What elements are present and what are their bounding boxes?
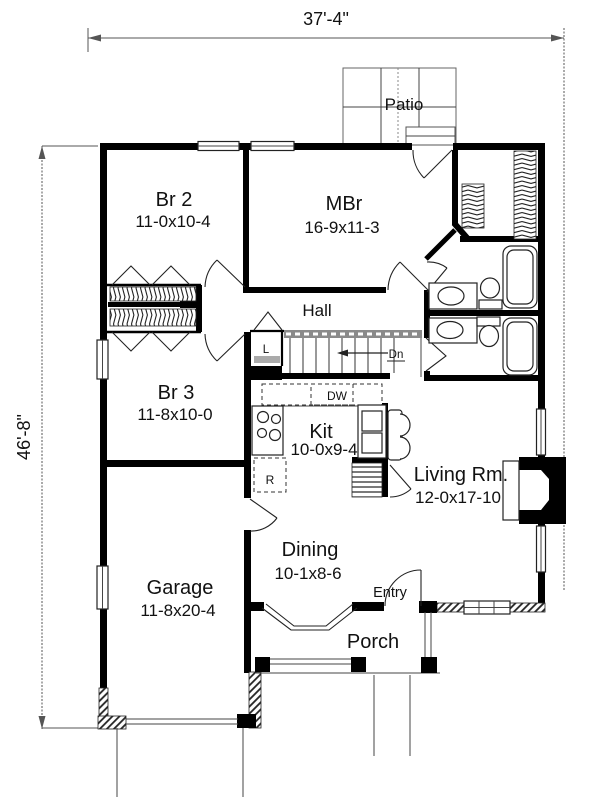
wall-garage-top xyxy=(100,460,251,467)
walkin-closet-rod-right xyxy=(513,150,537,240)
linen-shelf xyxy=(254,356,280,363)
garage-driveway xyxy=(116,718,244,797)
toilet xyxy=(478,324,500,348)
wall-mbr-hall xyxy=(243,287,386,293)
patio-door xyxy=(412,149,453,179)
toilet xyxy=(479,277,501,299)
firebox xyxy=(519,470,549,510)
room-label-kitchen: Kit xyxy=(309,421,333,443)
stairs-down-label: Dn xyxy=(389,349,404,361)
hall-bath xyxy=(428,316,538,376)
br3-door xyxy=(204,333,246,362)
room-size-dining: 10-1x8-6 xyxy=(274,564,341,583)
mbr-door xyxy=(387,261,429,291)
hearth xyxy=(502,460,520,521)
room-label-br3: Br 3 xyxy=(158,382,195,404)
entry-label: Entry xyxy=(373,585,408,601)
porch-label: Porch xyxy=(347,631,399,653)
br2-door xyxy=(204,259,246,288)
linen-label: L xyxy=(263,344,270,356)
wall-br3-east xyxy=(244,332,251,498)
closet-rods xyxy=(109,150,537,498)
hall-label: Hall xyxy=(302,301,331,320)
porch-structure xyxy=(255,612,440,756)
room-label-mbr: MBr xyxy=(326,193,363,215)
stairs: Dn xyxy=(284,330,422,373)
closet-br3 xyxy=(109,308,197,327)
bay-window xyxy=(261,603,358,631)
porch-post xyxy=(255,657,270,672)
wall-bath-divider xyxy=(424,310,545,316)
hall-bath-door xyxy=(425,337,447,372)
kitchen-fixtures: DW R xyxy=(251,383,411,493)
room-size-br2: 11-0x10-4 xyxy=(135,212,210,231)
kitchen-sink xyxy=(387,409,403,461)
dimension-left: 46'-8" xyxy=(14,145,98,729)
wall-living-north xyxy=(424,375,545,381)
brick-garage-corner xyxy=(97,715,127,730)
arrow-up-icon xyxy=(38,146,46,159)
porch-post xyxy=(421,657,437,673)
dimension-depth-label: 46'-8" xyxy=(14,414,34,460)
dishwasher-label: DW xyxy=(327,389,348,403)
room-size-kitchen: 10-0x9-4 xyxy=(290,440,357,459)
pantry-shelves xyxy=(351,462,383,498)
porch-post xyxy=(351,657,366,672)
room-size-br3: 11-8x10-0 xyxy=(137,405,212,424)
burner-icon xyxy=(268,428,282,442)
room-label-garage: Garage xyxy=(147,577,214,599)
entry-door xyxy=(384,569,422,607)
dimension-width-label: 37'-4" xyxy=(303,9,349,29)
room-label-living: Living Rm. xyxy=(414,464,508,486)
wall-br2-mbr xyxy=(243,149,249,288)
sink-icon xyxy=(436,320,464,340)
room-size-mbr: 16-9x11-3 xyxy=(304,218,379,237)
room-label-br2: Br 2 xyxy=(156,189,193,211)
windows xyxy=(96,140,547,615)
room-size-garage: 11-8x20-4 xyxy=(140,601,215,620)
dimension-top: 37'-4" xyxy=(87,9,565,590)
sink-bowl-icon xyxy=(399,436,411,460)
burner-icon xyxy=(256,427,268,439)
closet-br2 xyxy=(109,286,197,302)
sink-bowl-icon xyxy=(399,413,411,437)
porch-wall-post xyxy=(419,601,437,613)
room-size-living: 12-0x17-10 xyxy=(415,488,501,507)
sink-icon xyxy=(437,286,465,306)
pantry-door xyxy=(389,464,412,498)
patio-label: Patio xyxy=(385,95,424,114)
arrow-right-icon xyxy=(551,34,564,42)
refrigerator-label: R xyxy=(266,473,275,487)
walkin-closet-rod-left xyxy=(461,183,485,229)
bifold-doors xyxy=(111,265,447,372)
room-label-dining: Dining xyxy=(282,539,339,561)
fireplace xyxy=(502,457,566,524)
patio-area: Patio xyxy=(342,67,457,146)
room-labels: Br 2 11-0x10-4 MBr 16-9x11-3 Hall Br 3 1… xyxy=(135,189,508,653)
linen-closet-door xyxy=(253,311,283,331)
garage-door-post xyxy=(237,714,256,728)
burner-icon xyxy=(256,410,270,424)
arrow-left-icon xyxy=(88,34,101,42)
burner-icon xyxy=(270,413,282,425)
stairs-direction-arrow-icon xyxy=(337,349,348,357)
linen-closet: L xyxy=(254,344,280,363)
arrow-down-icon xyxy=(38,716,46,729)
master-bath xyxy=(428,245,538,310)
refrigerator-outline xyxy=(253,457,287,493)
garage-entry-door xyxy=(249,498,278,532)
